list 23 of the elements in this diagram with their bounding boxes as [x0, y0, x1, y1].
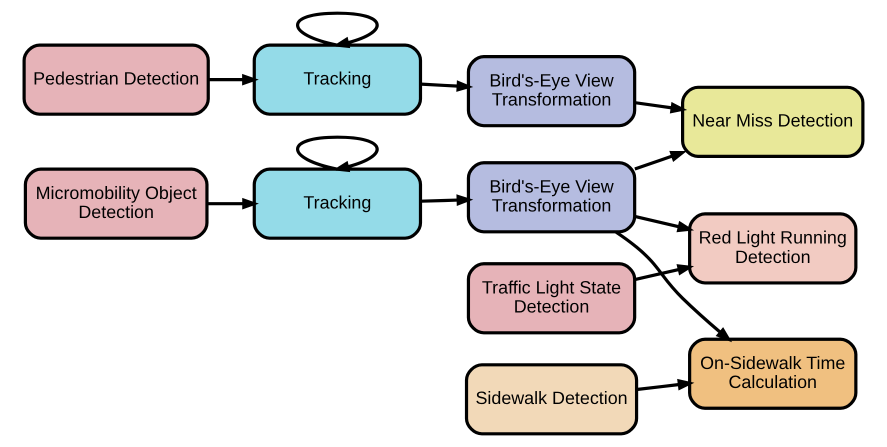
node-box: Near Miss Detection [681, 86, 864, 158]
arrow [296, 136, 379, 172]
node-box: Tracking [252, 168, 422, 240]
arrow [634, 101, 688, 114]
node-box: Red Light Running Detection [688, 212, 858, 285]
node-box: Bird's-Eye View Transformation [466, 161, 636, 234]
node-box: Bird's-Eye View Transformation [466, 55, 636, 128]
node-box: On-Sidewalk Time Calculation [688, 338, 858, 410]
node-box: Tracking [252, 44, 422, 116]
arrow [296, 12, 379, 48]
arrow [208, 74, 259, 86]
arrow [420, 80, 474, 92]
node-box: Sidewalk Detection [464, 363, 638, 436]
arrow [207, 198, 259, 210]
arrow [615, 230, 732, 342]
arrow [634, 214, 694, 232]
arrow [421, 194, 474, 206]
arrow [636, 378, 694, 392]
arrow [634, 264, 694, 282]
node-box: Pedestrian Detection [22, 44, 210, 116]
arrow [634, 150, 687, 170]
node-box: Micromobility Object Detection [24, 168, 209, 240]
node-box: Traffic Light State Detection [466, 262, 636, 334]
